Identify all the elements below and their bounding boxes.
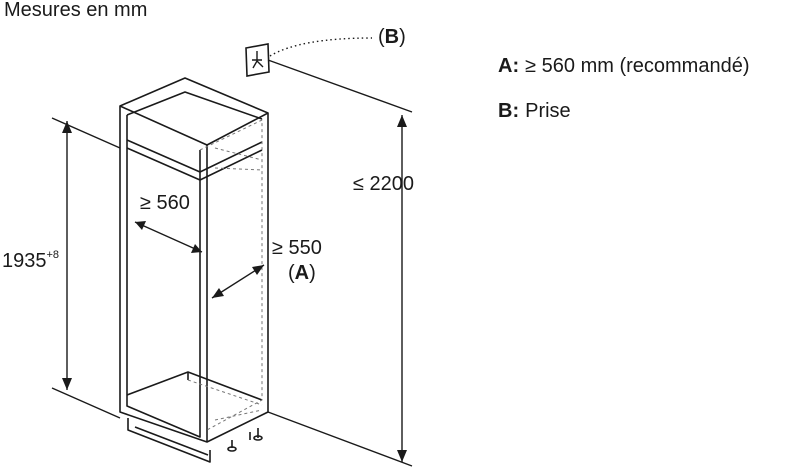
niche-height-label: 1935+8 [2,249,60,272]
cabinet-top-front-edge [119,105,269,146]
outlet-reference-label: (B) [378,26,406,48]
cabinet-plinth [127,418,211,463]
legend-item-b: B:Prise [498,101,571,121]
niche-height-tolerance: +8 [46,249,60,261]
legend-text: Prise [525,100,571,122]
legend-key: A: [498,55,520,77]
depth-ref-letter: A [294,262,310,284]
legend-text: ≥ 560 mm (recommandé) [525,55,750,77]
width-min-label: ≥ 560 [140,192,190,214]
niche-height-value: 1935 [2,250,47,272]
outlet-ref-letter: B [384,26,400,48]
outlet-leader-line [269,37,373,57]
diagram-caption: Mesures en mm [4,0,148,21]
cabinet-top-shelf [126,139,263,173]
legend-item-a: A:≥ 560 mm (recommandé) [498,56,749,76]
width-560-dimension-line [134,221,203,253]
cabinet-inner-opening [126,115,201,438]
max-height-label: ≤ 2200 [353,173,415,195]
power-outlet-icon [245,43,270,77]
cabinet-bottom-shelf [126,371,263,401]
legend-key: B: [498,100,520,122]
depth-reference-label: (A) [288,262,316,284]
hidden-edge [199,119,263,431]
cabinet-outline [119,77,269,443]
depth-min-label: ≥ 550 [272,237,322,259]
